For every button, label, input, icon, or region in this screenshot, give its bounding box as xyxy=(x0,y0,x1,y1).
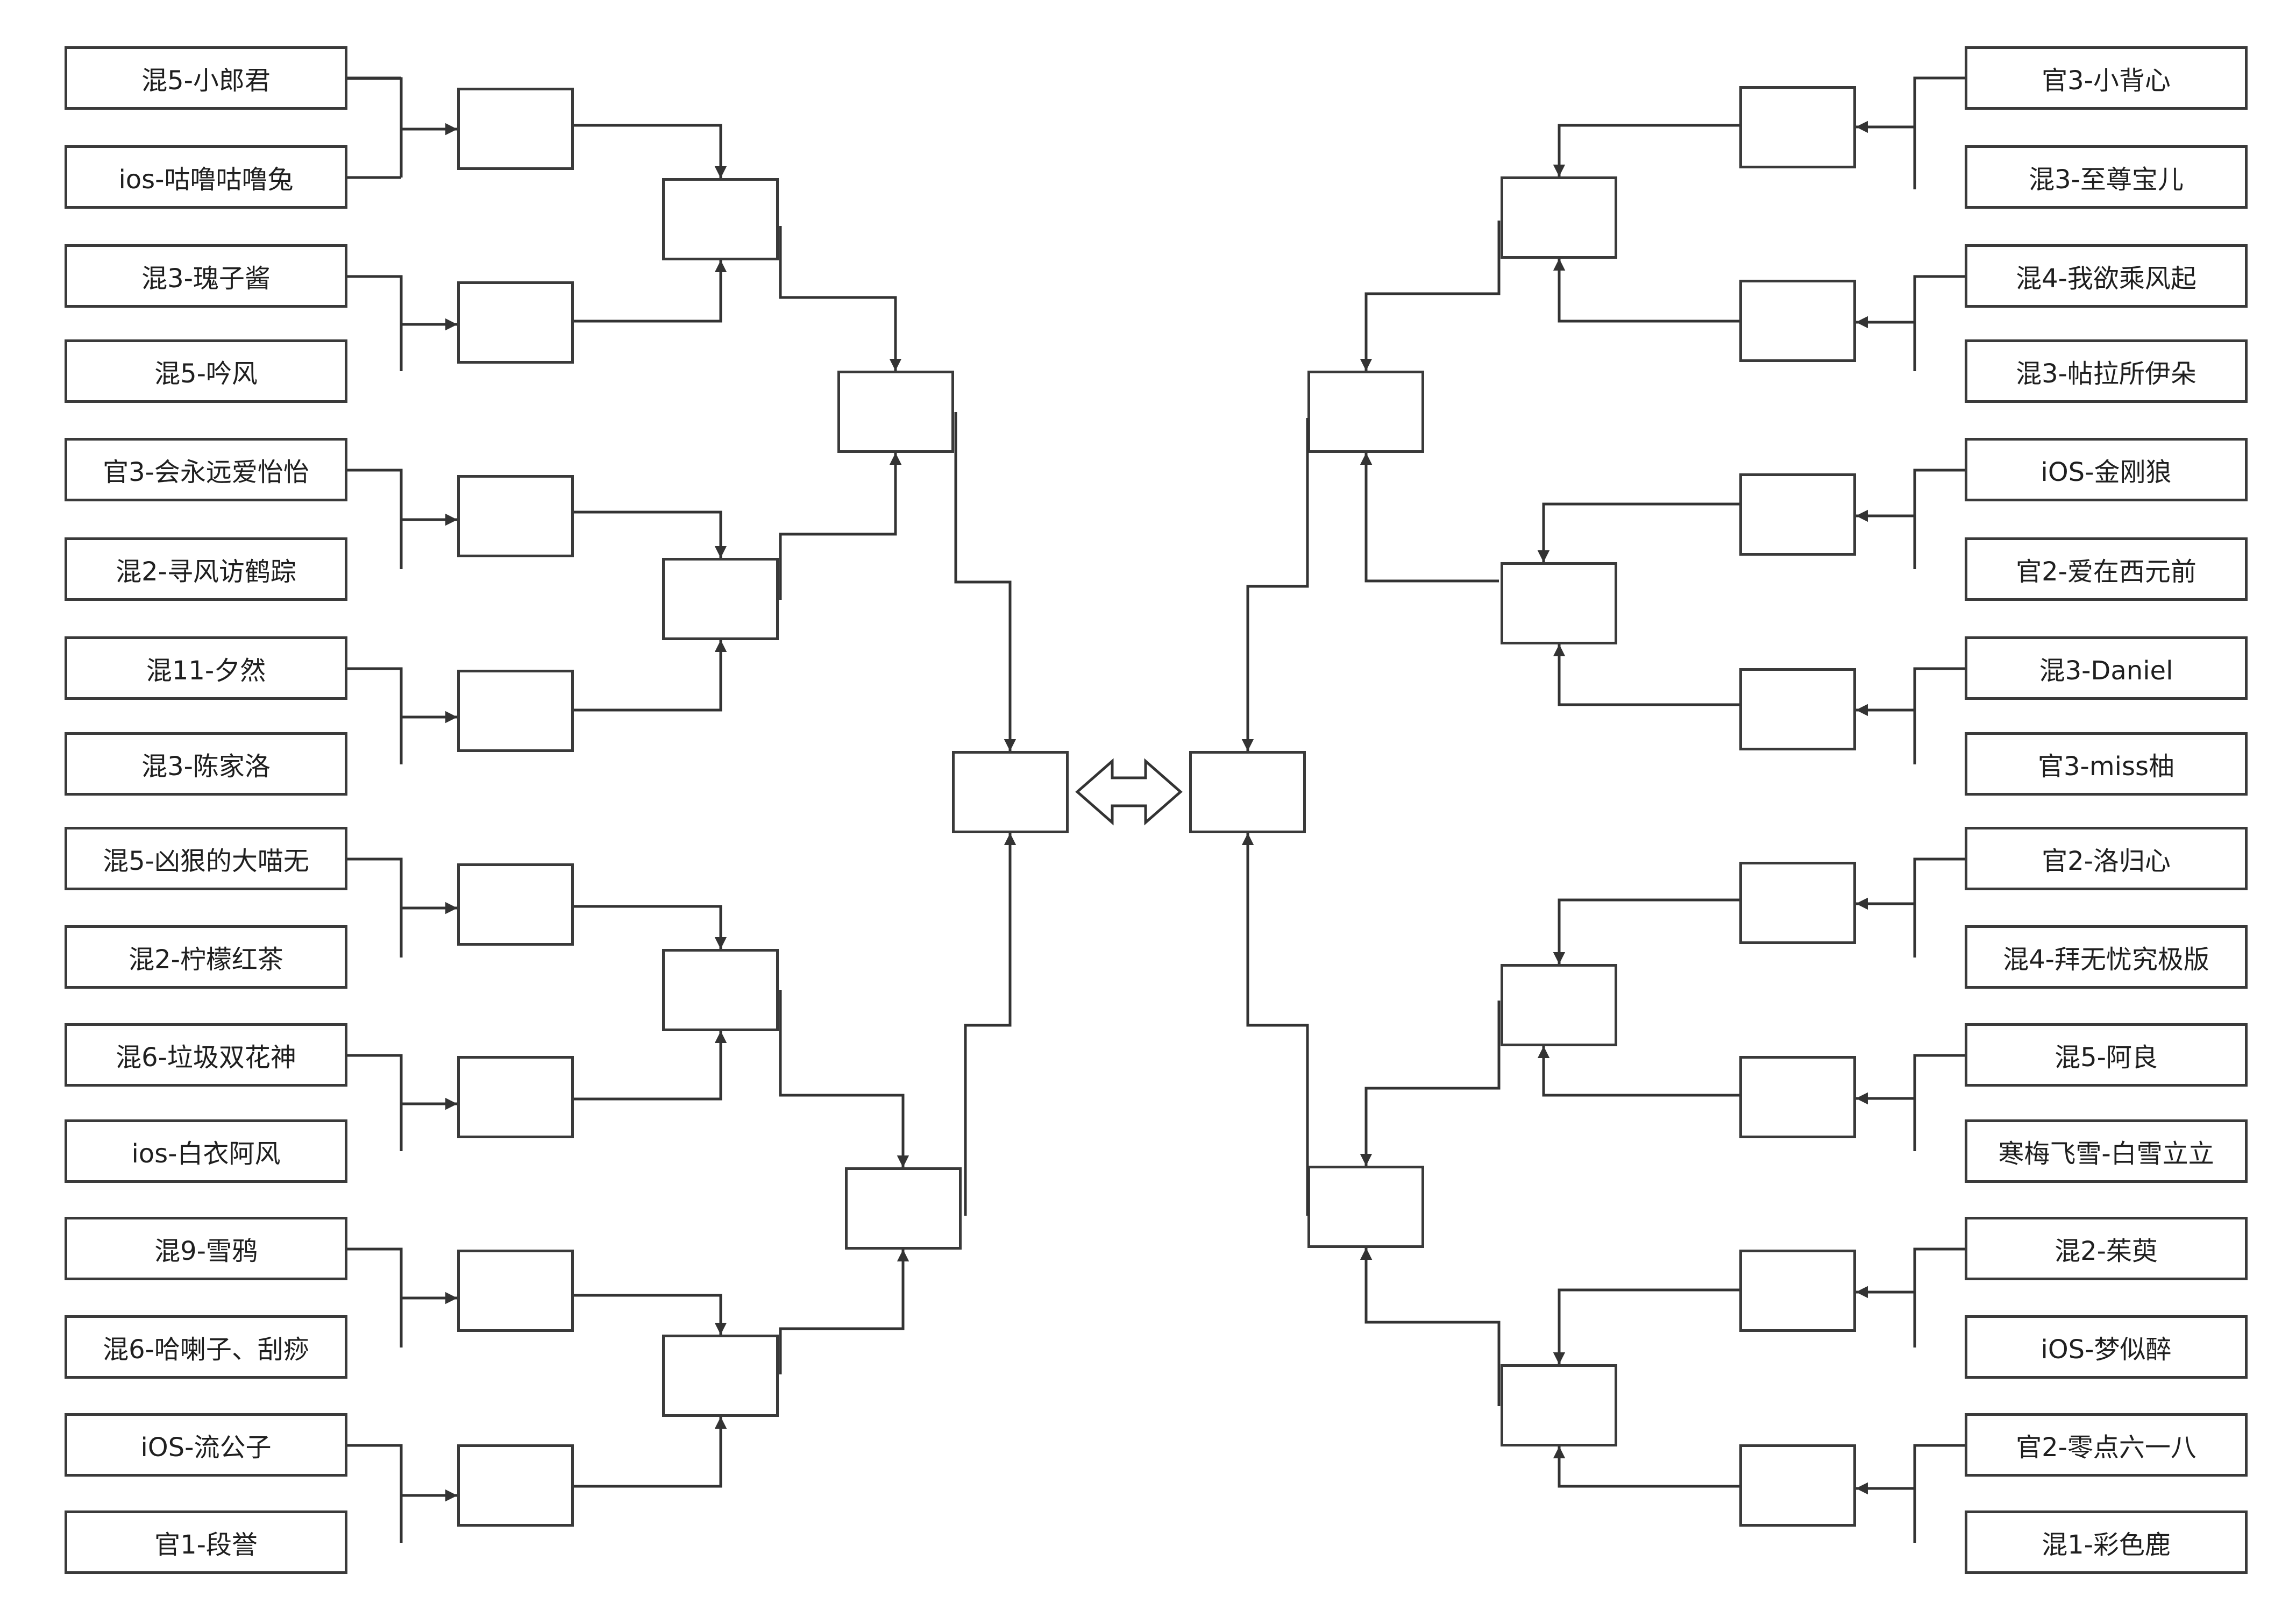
right-team-3: 混4-我欲乘风起 xyxy=(1965,244,2248,308)
left-r2-slot-3 xyxy=(662,949,779,1031)
left-r1-slot-6 xyxy=(457,1056,574,1138)
left-r1-slot-7 xyxy=(457,1250,574,1332)
right-team-14: iOS-梦似醉 xyxy=(1965,1315,2248,1379)
right-r3-slot-2 xyxy=(1307,1166,1424,1248)
right-final-slot xyxy=(1189,751,1306,833)
left-team-15: iOS-流公子 xyxy=(65,1413,347,1477)
left-r2-slot-2 xyxy=(662,558,779,640)
left-team-6: 混2-寻风访鹤踪 xyxy=(65,537,347,601)
left-team-8: 混3-陈家洛 xyxy=(65,732,347,796)
left-r2-slot-4 xyxy=(662,1335,779,1417)
right-team-6: 官2-爱在西元前 xyxy=(1965,537,2248,601)
right-team-9: 官2-洛归心 xyxy=(1965,827,2248,890)
right-r1-slot-8 xyxy=(1739,1444,1856,1527)
right-team-2: 混3-至尊宝儿 xyxy=(1965,145,2248,209)
right-r1-slot-3 xyxy=(1739,473,1856,556)
left-r1-slot-3 xyxy=(457,475,574,557)
right-team-13: 混2-茱萸 xyxy=(1965,1217,2248,1280)
left-r3-slot-1 xyxy=(837,371,954,453)
left-r1-slot-1 xyxy=(457,88,574,170)
left-r1-slot-5 xyxy=(457,863,574,946)
left-team-1: 混5-小郎君 xyxy=(65,46,347,110)
right-team-16: 混1-彩色鹿 xyxy=(1965,1510,2248,1574)
left-r1-slot-4 xyxy=(457,670,574,752)
left-team-9: 混5-凶狠的大喵无 xyxy=(65,827,347,890)
right-r1-slot-6 xyxy=(1739,1056,1856,1138)
right-team-7: 混3-Daniel xyxy=(1965,636,2248,700)
left-r2-slot-1 xyxy=(662,178,779,260)
right-r2-slot-2 xyxy=(1501,562,1617,644)
left-team-3: 混3-瑰子酱 xyxy=(65,244,347,308)
left-team-13: 混9-雪鸦 xyxy=(65,1217,347,1280)
right-team-5: iOS-金刚狼 xyxy=(1965,438,2248,501)
right-r2-slot-3 xyxy=(1501,964,1617,1046)
left-r3-slot-2 xyxy=(845,1167,962,1250)
right-r1-slot-4 xyxy=(1739,668,1856,750)
left-r1-slot-2 xyxy=(457,281,574,364)
right-r1-slot-1 xyxy=(1739,86,1856,168)
versus-double-arrow-icon xyxy=(1075,758,1183,826)
right-team-15: 官2-零点六一八 xyxy=(1965,1413,2248,1477)
right-team-10: 混4-拜无忧究极版 xyxy=(1965,925,2248,989)
right-r2-slot-1 xyxy=(1501,176,1617,259)
right-r1-slot-7 xyxy=(1739,1250,1856,1332)
left-team-4: 混5-吟风 xyxy=(65,339,347,403)
right-team-8: 官3-miss柚 xyxy=(1965,732,2248,796)
left-team-11: 混6-垃圾双花神 xyxy=(65,1023,347,1087)
left-team-14: 混6-哈喇子、刮痧 xyxy=(65,1315,347,1379)
right-r1-slot-5 xyxy=(1739,862,1856,944)
right-r2-slot-4 xyxy=(1501,1364,1617,1446)
right-r3-slot-1 xyxy=(1307,371,1424,453)
left-r1-slot-8 xyxy=(457,1444,574,1527)
left-team-12: ios-白衣阿风 xyxy=(65,1119,347,1183)
left-final-slot xyxy=(952,751,1069,833)
left-team-16: 官1-段誉 xyxy=(65,1510,347,1574)
right-team-12: 寒梅飞雪-白雪立立 xyxy=(1965,1119,2248,1183)
right-team-11: 混5-阿良 xyxy=(1965,1023,2248,1087)
left-team-7: 混11-夕然 xyxy=(65,636,347,700)
right-r1-slot-2 xyxy=(1739,280,1856,362)
right-team-4: 混3-帖拉所伊朵 xyxy=(1965,339,2248,403)
left-team-5: 官3-会永远爱怡怡 xyxy=(65,438,347,501)
left-team-10: 混2-柠檬红茶 xyxy=(65,925,347,989)
left-team-2: ios-咕噜咕噜兔 xyxy=(65,145,347,209)
connector-lines xyxy=(347,76,1965,1543)
right-team-1: 官3-小背心 xyxy=(1965,46,2248,110)
